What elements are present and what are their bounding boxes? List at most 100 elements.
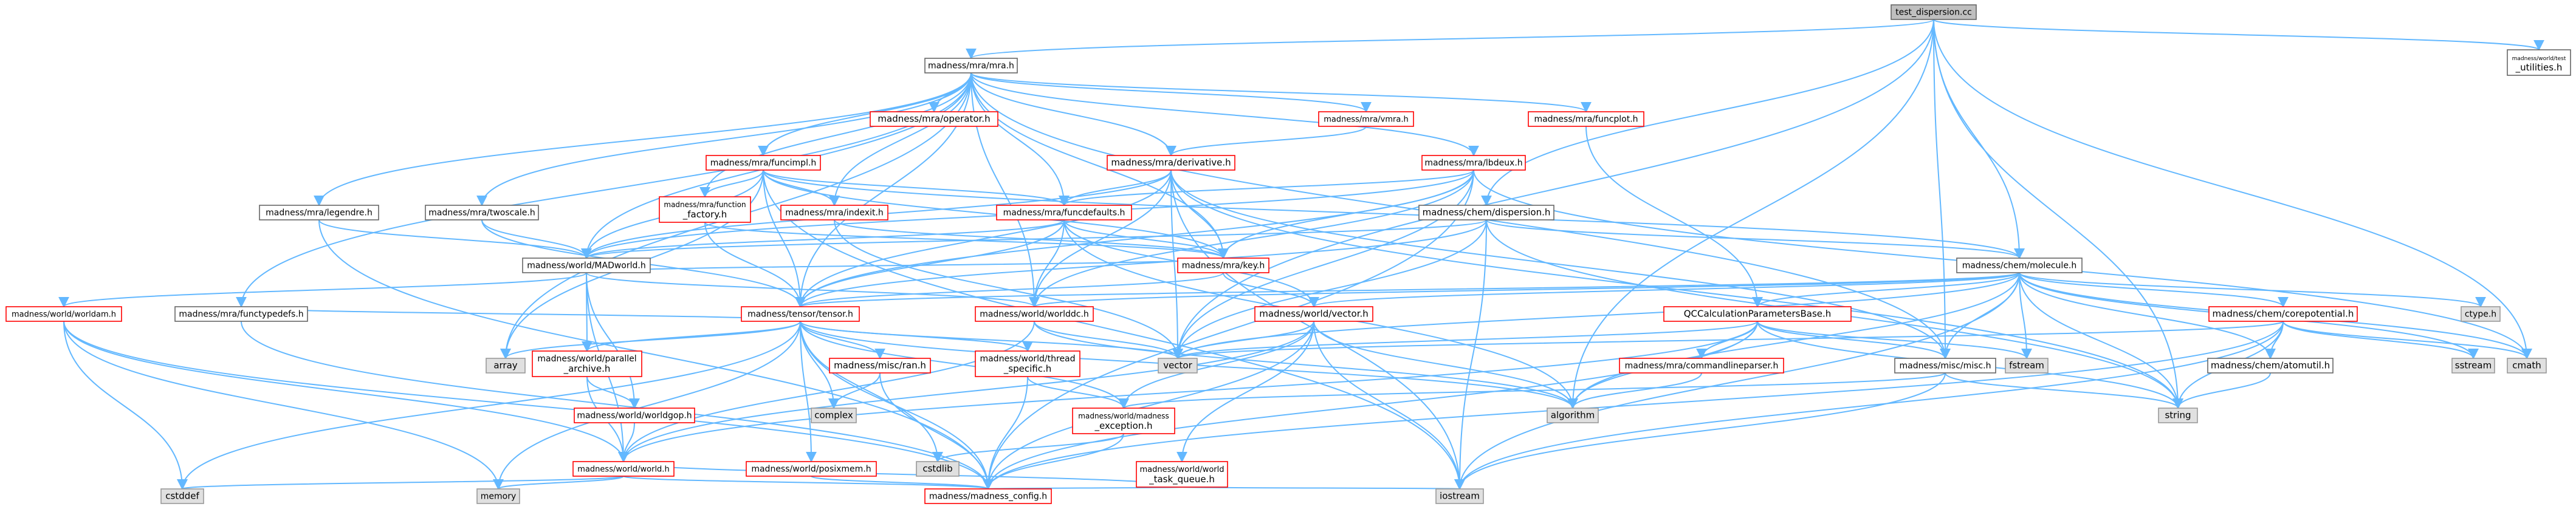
node-array: array — [486, 358, 526, 374]
edge-root-to-cmath — [1933, 19, 2532, 360]
edge-corepotential-to-cmath — [2282, 321, 2532, 360]
node-label-worlddc: madness/world/worlddc.h — [980, 310, 1089, 319]
node-box-cmath — [2507, 358, 2547, 374]
node-box-world_task_queue — [1136, 461, 1228, 488]
node-world_task_queue[interactable]: madness/world/world_task_queue.h — [1136, 461, 1228, 488]
edge-qccalc-to-world_h — [618, 321, 1758, 463]
node-madness_exception[interactable]: madness/world/madness_exception.h — [1072, 408, 1175, 434]
node-test_util[interactable]: madness/world/test_utilities.h — [2507, 49, 2571, 76]
node-derivative[interactable]: madness/mra/derivative.h — [1107, 155, 1235, 171]
node-box-madworld — [522, 258, 651, 273]
edge-vector_h-to-vector — [1172, 321, 1314, 360]
node-vector_h[interactable]: madness/world/vector.h — [1254, 306, 1373, 322]
edge-derivative-to-vector — [1170, 169, 1183, 360]
node-worlddc[interactable]: madness/world/worlddc.h — [975, 306, 1094, 322]
node-box-corepotential — [2208, 306, 2358, 322]
edge-worldam-to-memory — [63, 321, 504, 490]
node-worldam[interactable]: madness/world/worldam.h — [5, 306, 122, 322]
node-box-operator — [870, 111, 998, 127]
node-worldgop[interactable]: madness/world/worldgop.h — [574, 408, 695, 423]
node-misc[interactable]: madness/misc/misc.h — [1894, 358, 1996, 374]
node-parallel_archive[interactable]: madness/world/parallel_archive.h — [532, 350, 642, 377]
node-memory: memory — [476, 488, 520, 504]
node-tensor[interactable]: madness/tensor/tensor.h — [741, 306, 860, 322]
edge-vector_h-to-madness_exception — [1118, 321, 1314, 409]
edge-molecule-to-string — [2019, 272, 2183, 409]
node-function_factory[interactable]: madness/mra/function_factory.h — [659, 196, 751, 223]
node-commandline[interactable]: madness/mra/commandlineparser.h — [1619, 358, 1784, 374]
node-label-posixmem: madness/world/posixmem.h — [751, 465, 871, 474]
node-label-function_factory-line-2: _factory.h — [682, 209, 727, 220]
node-twoscale[interactable]: madness/mra/twoscale.h — [425, 205, 539, 220]
node-posixmem[interactable]: madness/world/posixmem.h — [746, 461, 877, 477]
edge-function_factory-to-tensor — [704, 222, 806, 308]
node-cmath: cmath — [2507, 358, 2547, 374]
node-indexit[interactable]: madness/mra/indexit.h — [780, 205, 888, 220]
node-vmra[interactable]: madness/mra/vmra.h — [1318, 111, 1414, 127]
node-funcplot[interactable]: madness/mra/funcplot.h — [1528, 111, 1644, 127]
node-box-dispersion — [1418, 205, 1554, 220]
edge-funcimpl-to-key — [763, 169, 1229, 259]
node-mra[interactable]: madness/mra/mra.h — [924, 58, 1018, 73]
node-qccalc[interactable]: QCCalculationParametersBase.h — [1663, 306, 1852, 322]
node-dispersion[interactable]: madness/chem/dispersion.h — [1418, 205, 1554, 220]
node-label-thread_specific-line-1: madness/world/thread — [980, 354, 1075, 364]
edge-world_h-to-memory — [493, 476, 624, 490]
edge-worlddc-to-vector — [1034, 321, 1183, 360]
node-label-qccalc: QCCalculationParametersBase.h — [1684, 309, 1832, 319]
node-molecule[interactable]: madness/chem/molecule.h — [1956, 258, 2083, 273]
node-operator[interactable]: madness/mra/operator.h — [870, 111, 998, 127]
node-atomutil[interactable]: madness/chem/atomutil.h — [2207, 358, 2334, 374]
edge-mra-to-derivative — [970, 72, 1176, 157]
node-world_h[interactable]: madness/world/world.h — [572, 461, 675, 477]
node-label-function_factory-line-1: madness/mra/function — [664, 200, 746, 209]
node-box-indexit — [780, 205, 888, 220]
node-label-madness_exception-line-2: _exception.h — [1094, 420, 1152, 432]
node-funcdefaults[interactable]: madness/mra/funcdefaults.h — [996, 205, 1132, 220]
node-label-vector: vector — [1163, 360, 1192, 371]
node-label-root: test_dispersion.cc — [1895, 8, 1972, 18]
edge-worldam-to-world_h — [63, 321, 629, 463]
node-box-funcdefaults — [996, 205, 1132, 220]
edge-madworld-to-worlddc — [586, 272, 1040, 308]
node-algorithm: algorithm — [1547, 408, 1599, 423]
node-functypedefs[interactable]: madness/mra/functypedefs.h — [174, 306, 308, 322]
node-label-test_util-line-2: _utilities.h — [2515, 62, 2563, 73]
node-madworld[interactable]: madness/world/MADworld.h — [522, 258, 651, 273]
edge-parallel_archive-to-worldgop — [586, 376, 640, 409]
node-funcimpl[interactable]: madness/mra/funcimpl.h — [706, 155, 821, 171]
node-root[interactable]: test_dispersion.cc — [1891, 4, 1977, 20]
edge-molecule-to-tensor — [795, 272, 2020, 308]
node-label-molecule: madness/chem/molecule.h — [1962, 261, 2077, 271]
node-label-complex: complex — [814, 410, 853, 421]
edge-molecule-to-iostream — [1454, 272, 2020, 490]
node-key[interactable]: madness/mra/key.h — [1177, 258, 1269, 273]
node-madness_config[interactable]: madness/madness_config.h — [924, 488, 1052, 504]
edge-root-to-test_util — [1933, 19, 2544, 51]
edge-qccalc-to-misc — [1757, 321, 1951, 360]
node-box-madness_exception — [1072, 408, 1175, 434]
edge-worldgop-to-world_h — [618, 422, 635, 463]
node-cstdlib: cstdlib — [916, 461, 960, 477]
edge-ran-to-complex — [828, 372, 881, 409]
node-box-sstream — [2451, 358, 2495, 374]
node-label-cstdlib: cstdlib — [922, 463, 952, 474]
node-label-vmra: madness/mra/vmra.h — [1324, 115, 1408, 125]
edge-ran-to-madness_config — [879, 372, 994, 490]
node-label-algorithm: algorithm — [1551, 410, 1595, 421]
node-label-funcimpl: madness/mra/funcimpl.h — [710, 159, 817, 168]
node-thread_specific[interactable]: madness/world/thread_specific.h — [975, 350, 1080, 377]
node-box-funcimpl — [706, 155, 821, 171]
node-lbdeux[interactable]: madness/mra/lbdeux.h — [1421, 155, 1526, 171]
edge-madness_exception-to-cstdlib — [932, 433, 1124, 463]
node-legendre[interactable]: madness/mra/legendre.h — [259, 205, 379, 220]
edge-molecule-to-vector_h — [1308, 272, 2020, 308]
node-label-funcplot: madness/mra/funcplot.h — [1534, 115, 1638, 125]
edge-molecule-to-ctype — [2019, 272, 2486, 308]
node-label-ran: madness/misc/ran.h — [834, 360, 926, 371]
node-ran[interactable]: madness/misc/ran.h — [829, 358, 931, 374]
node-iostream: iostream — [1435, 488, 1484, 504]
edge-funcplot-to-qccalc — [1585, 126, 1763, 308]
node-corepotential[interactable]: madness/chem/corepotential.h — [2208, 306, 2358, 322]
node-box-vector — [1158, 358, 1198, 374]
